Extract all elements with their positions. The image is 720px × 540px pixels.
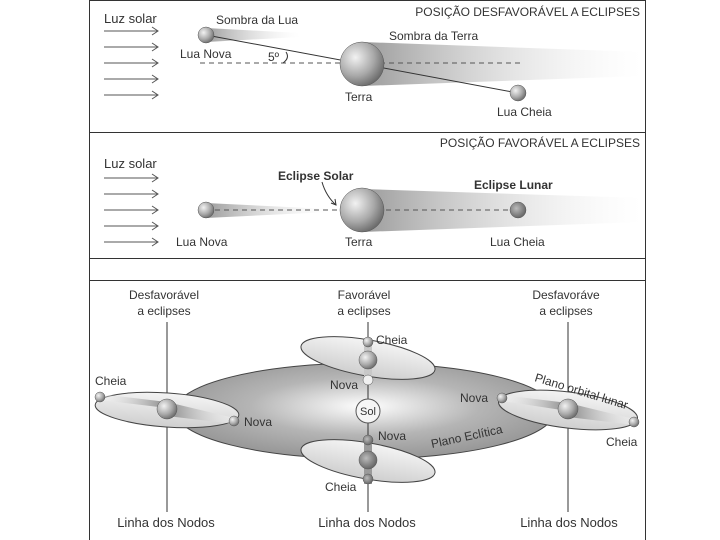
full-moon-left [94,391,106,403]
solar-eclipse-pointer [321,181,337,206]
new-right-label: Nova [460,391,488,405]
full-moon-bottom [362,473,374,485]
earth-bottom [358,450,378,470]
earth-left [156,398,178,420]
panel2-earth-label: Terra [345,235,373,249]
center-title-line2: a eclipses [337,304,390,318]
earth-top [358,350,378,370]
new-moon-left [228,415,240,427]
panel2-title: POSIÇÃO FAVORÁVEL A ECLIPSES [440,135,640,150]
earth-shadow-cone [362,42,642,86]
beam-left-b [167,402,234,424]
nodes-right-label: Linha dos Nodos [520,515,618,530]
earth-body-2 [339,187,385,233]
beam-right-b [568,403,634,425]
new-moon-top [362,374,374,386]
new-moon-body-2 [197,201,215,219]
earth-shadow-cone-2 [362,189,642,232]
panel2-full-moon-label: Lua Cheia [490,235,545,249]
panel1-title: POSIÇÃO DESFAVORÁVEL A ECLIPSES [415,4,640,19]
beam-right-a [502,395,568,411]
sunlight-arrows-2 [104,173,159,247]
angle-arc [282,51,288,64]
panel1-full-moon-label: Lua Cheia [497,105,552,119]
moon-shadow-label: Sombra da Lua [216,13,298,27]
panel2-graphics: POSIÇÃO FAVORÁVEL A ECLIPSES Luz solar E… [104,135,642,249]
moon-shadow-cone-2 [206,203,330,218]
full-right-label: Cheia [606,435,638,449]
new-moon-right [496,392,508,404]
sun-label: Sol [360,406,376,418]
full-bottom-label: Cheia [325,480,357,494]
panel2-sunlight-label: Luz solar [104,156,157,171]
panel1-new-moon-label: Lua Nova [180,47,232,61]
panel-divider [89,259,646,280]
earth-right [557,398,579,420]
moon-shadow-cone [206,28,300,42]
new-bottom-label: Nova [378,429,406,443]
center-title-line1: Favorável [338,288,391,302]
sun-body [355,398,381,424]
panel1-sunlight-label: Luz solar [104,11,157,26]
pointer-head [330,198,337,206]
full-moon-body [509,84,527,102]
left-title-line2: a eclipses [137,304,190,318]
new-top-label: Nova [330,378,358,392]
panel2-new-moon-label: Lua Nova [176,235,228,249]
full-top-label: Cheia [376,333,408,347]
lunar-eclipse-label: Eclipse Lunar [474,178,553,192]
panel1-graphics: POSIÇÃO DESFAVORÁVEL A ECLIPSES Luz sola… [104,4,642,119]
panel1-earth-label: Terra [345,90,373,104]
earth-body [339,41,385,87]
earth-shadow-label: Sombra da Terra [389,29,478,43]
full-moon-top [362,336,374,348]
nodes-left-label: Linha dos Nodos [117,515,215,530]
new-moon-body [197,26,215,44]
new-left-label: Nova [244,415,272,429]
solar-eclipse-label: Eclipse Solar [278,169,354,183]
panel3-graphics: Desfavorável a eclipses Favorável a ecli… [94,288,640,530]
left-title-line1: Desfavorável [129,288,199,302]
angle-label: 5º [268,50,280,64]
right-title-line1: Desfavoráve [532,288,600,302]
right-title-line2: a eclipses [539,304,592,318]
nodes-center-label: Linha dos Nodos [318,515,416,530]
full-left-label: Cheia [95,374,127,388]
beam-left-a [100,394,167,408]
full-moon-body-2 [509,201,527,219]
full-moon-right [628,416,640,428]
new-moon-bottom [362,434,374,446]
sunlight-arrows [104,26,159,100]
